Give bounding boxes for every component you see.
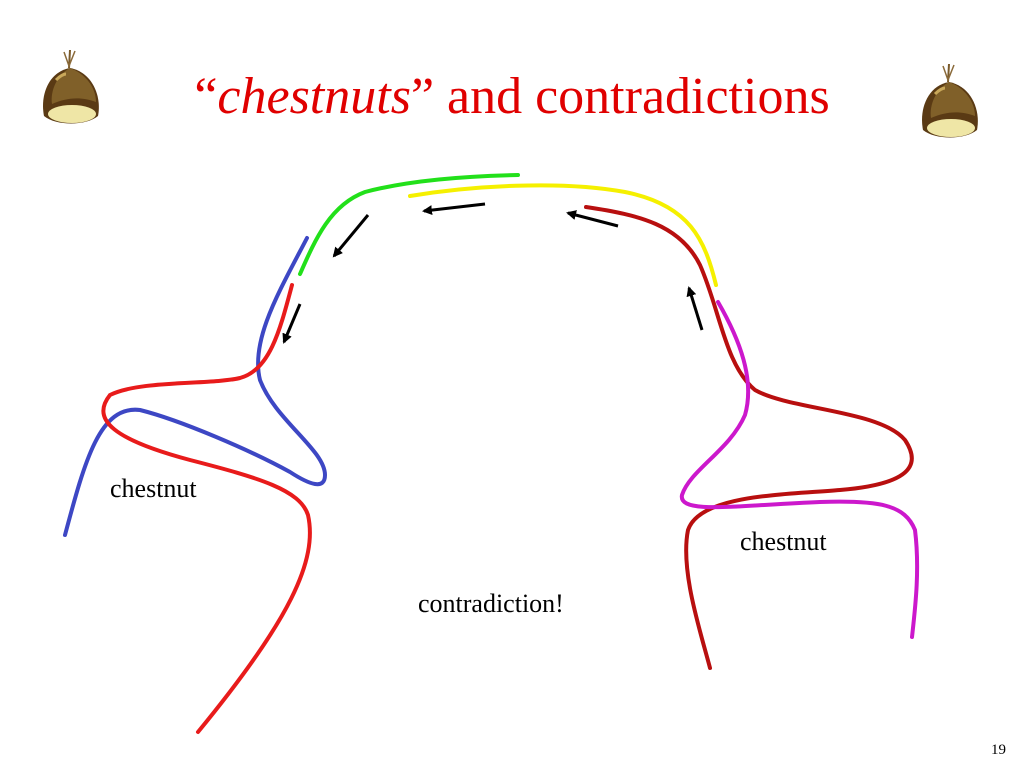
title-emphasis: chestnuts — [217, 68, 411, 125]
chestnut-icon — [43, 49, 99, 124]
title-open-quote: “ — [194, 68, 218, 125]
arrow-2 — [282, 303, 302, 344]
green-curve — [298, 173, 520, 276]
blue-curve — [63, 236, 328, 537]
arrow-3 — [422, 202, 486, 216]
dark-red-curve — [584, 205, 914, 670]
magenta-curve — [679, 300, 920, 639]
arrow-4 — [566, 210, 619, 228]
page-number: 19 — [991, 742, 1006, 758]
slide-title: “chestnuts” and contradictions — [0, 62, 1024, 132]
chestnut-label-right: chestnut — [740, 527, 827, 556]
arrow-5 — [686, 286, 704, 331]
title-rest: ” and contradictions — [410, 68, 830, 125]
arrow-1 — [332, 214, 370, 258]
contradiction-label: contradiction! — [418, 589, 564, 618]
red-curve — [101, 283, 312, 734]
chestnut-label-left: chestnut — [110, 474, 197, 503]
chestnut-icon — [922, 63, 978, 138]
yellow-curve — [408, 183, 718, 287]
